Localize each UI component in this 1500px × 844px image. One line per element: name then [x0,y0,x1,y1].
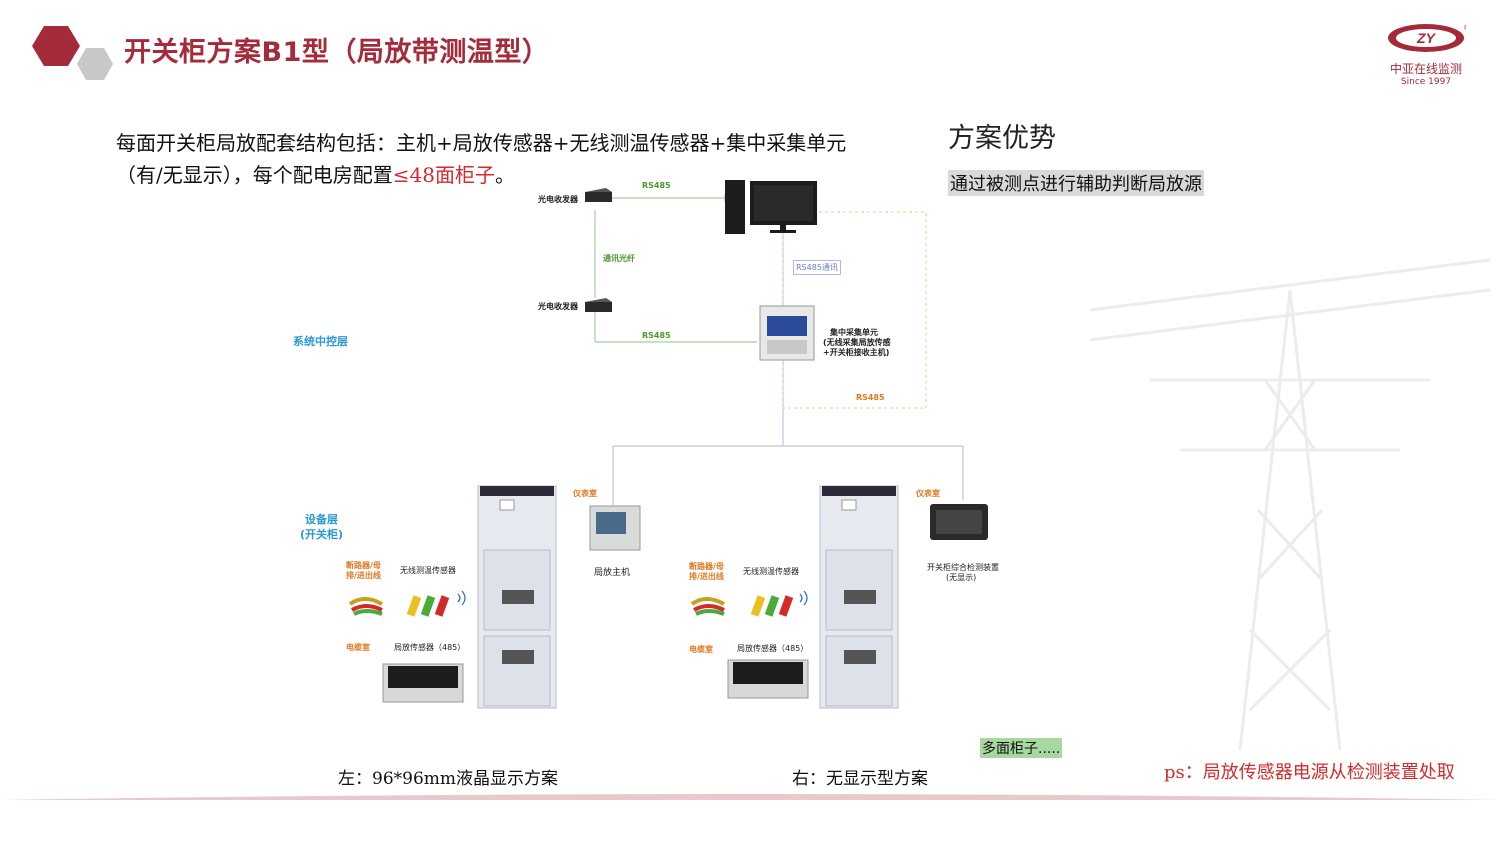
collector-label-3: +开关柜接收主机) [823,348,890,357]
pd-sensor-right-icon [727,659,809,699]
right-wireless-temp-label: 无线测温传感器 [743,567,799,576]
zy-logo-icon: ZY ® [1388,24,1470,52]
transceiver-bottom-label: 光电收发器 [538,302,578,311]
left-wireless-temp-label: 无线测温传感器 [400,566,456,575]
fiber-label: 通讯光纤 [603,254,635,263]
computer-icon [725,180,817,234]
rs485-comm-label: RS485通讯 [793,260,841,275]
cabinet-right-icon [819,485,899,709]
detection-device-icon [930,504,988,540]
more-cabinets-label: 多面柜子..... [980,738,1063,758]
ps-note: ps：局放传感器电源从检测装置处取 [1164,762,1455,783]
device-layer-label-2: (开关柜) [300,528,344,541]
advantages-item: 通过被测点进行辅助判断局放源 [948,170,1204,196]
rs485-top-label: RS485 [642,181,671,190]
left-host-label: 局放主机 [594,568,631,578]
right-instrument-room: 仪表室 [916,489,940,498]
system-layer-label: 系统中控层 [293,335,348,348]
intro-text: 每面开关柜局放配套结构包括：主机+局放传感器+无线测温传感器+集中采集单元 （有… [116,127,916,191]
right-pd-sensor-label: 局放传感器（485） [737,644,809,653]
right-caption: 右：无显示型方案 [792,769,928,789]
advantages-title: 方案优势 [948,123,1056,154]
intro-line-2: （有/无显示），每个配电房配置≤48面柜子。 [116,163,515,187]
right-device-label-2: (无显示) [946,573,977,582]
logo-since: Since 1997 [1400,77,1452,87]
collector-label-2: (无线采集局放传感 [823,338,891,347]
rs485-dashed-loop [782,211,927,409]
bus-line [612,445,964,505]
transceiver-bottom-icon [585,298,612,312]
left-caption: 左：96*96mm液晶显示方案 [338,769,559,789]
transceiver-top-label: 光电收发器 [538,195,578,204]
rs485-mid-label: RS485 [642,331,671,340]
right-breaker-label-1: 断路器/母 [689,562,724,571]
header-hexagon-icon [32,26,113,80]
rs485-right-label: RS485 [856,393,885,402]
right-cable-room: 电缆室 [689,645,713,654]
left-breaker-label-1: 断路器/母 [346,561,381,570]
pd-sensor-left-icon [382,663,464,703]
rs485-top-line [610,194,731,202]
cabinet-left-icon [477,485,557,709]
left-instrument-room: 仪表室 [573,489,597,498]
rs485-mid-line [594,312,757,343]
system-diagram [0,180,1500,800]
collector-label-1: 集中采集单元 [830,328,878,337]
transmission-tower-background [1090,258,1490,751]
collector-unit-icon [759,305,815,361]
intro-line-1: 每面开关柜局放配套结构包括：主机+局放传感器+无线测温传感器+集中采集单元 [116,131,847,155]
left-cable-room: 电缆室 [346,643,370,652]
transceiver-top-icon [585,188,612,202]
logo-text: 中亚在线监测 [1389,62,1462,76]
page-title: 开关柜方案B1型（局放带测温型） [124,37,550,68]
temp-sensor-right-icon [690,590,808,617]
right-breaker-label-2: 排/进出线 [689,572,724,581]
left-breaker-label-2: 排/进出线 [346,571,381,580]
company-logo: ZY ® 中亚在线监测 Since 1997 [1378,22,1474,87]
cabinet-limit: ≤48面柜子 [392,163,495,187]
right-device-label-1: 开关柜综合检测装置 [927,563,999,572]
temp-sensor-left-icon [348,590,466,617]
svg-text:ZY: ZY [1416,30,1437,46]
device-layer-label-1: 设备层 [305,513,338,526]
pd-host-icon [589,505,641,551]
left-pd-sensor-label: 局放传感器（485） [394,643,466,652]
